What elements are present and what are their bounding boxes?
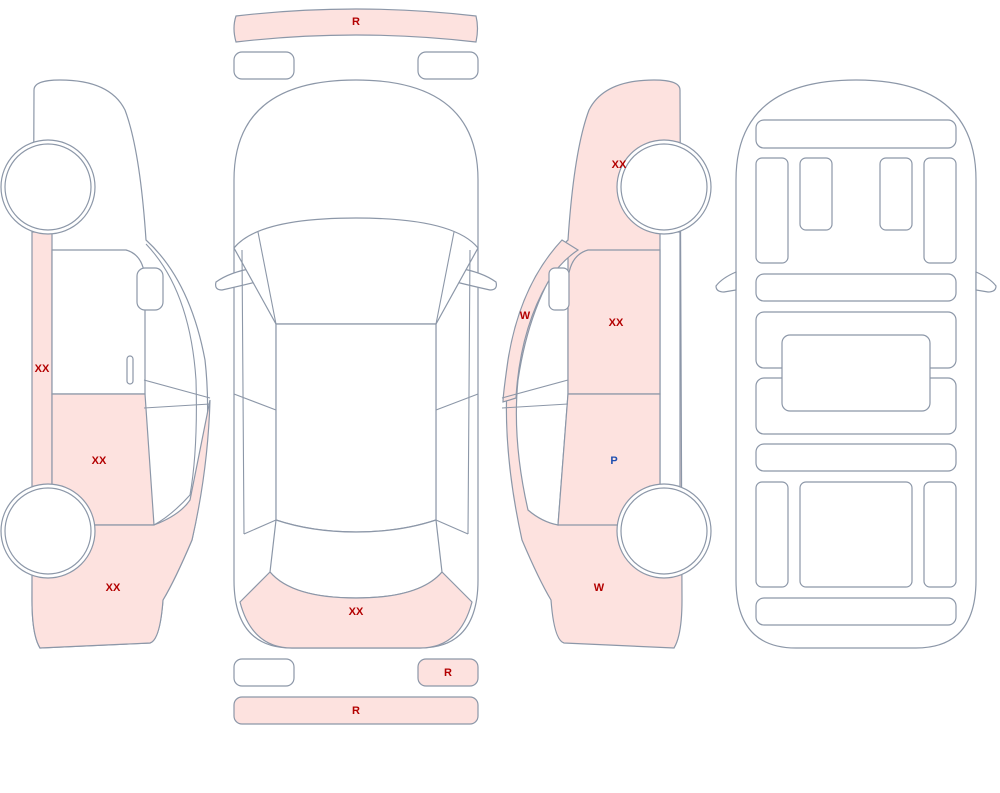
front-light-left[interactable] [233, 51, 295, 80]
left-pillar-line [143, 379, 211, 409]
label-right-rear-door: P [610, 455, 617, 467]
left-rear-wheel [4, 487, 92, 575]
label-right-rear-quarter: W [594, 582, 605, 594]
label-left-rear-door: XX [92, 455, 107, 467]
top-left-mirror [215, 267, 257, 291]
right-side-view [501, 79, 712, 649]
label-right-front-fender: XX [612, 159, 627, 171]
left-window-frame [145, 243, 197, 526]
rear-light-right[interactable] [417, 658, 479, 687]
right-rear-door[interactable] [557, 393, 661, 526]
front-right-seat[interactable] [879, 157, 913, 231]
rear-bar[interactable] [755, 597, 957, 626]
left-side-view [0, 79, 211, 649]
label-rear-bumper: R [352, 705, 360, 717]
label-right-front-door: XX [609, 317, 624, 329]
left-front-wheel [4, 143, 92, 231]
center-bar-2[interactable] [755, 443, 957, 472]
label-left-rocker: XX [35, 363, 50, 375]
top-view [215, 79, 497, 649]
left-door-handle [126, 355, 134, 385]
interior-left-mirror [715, 271, 737, 293]
rear-window[interactable] [269, 519, 443, 599]
interior-right-mirror [975, 271, 997, 293]
right-pillar-line [501, 379, 569, 409]
windshield[interactable] [233, 217, 479, 325]
left-rear-quarter[interactable] [31, 399, 211, 649]
right-front-wheel [620, 143, 708, 231]
label-right-a-pillar: W [520, 310, 531, 322]
trunk-panel[interactable] [239, 571, 473, 649]
rear-light-left[interactable] [233, 658, 295, 687]
front-left-panel[interactable] [755, 157, 789, 264]
right-front-door[interactable] [567, 249, 661, 395]
top-right-mirror [455, 267, 497, 291]
front-light-right[interactable] [417, 51, 479, 80]
cargo-area[interactable] [799, 481, 913, 588]
front-bumper-strip[interactable] [233, 8, 479, 43]
front-right-panel[interactable] [923, 157, 957, 264]
center-bar-1[interactable] [755, 273, 957, 302]
label-left-rear-quarter: XX [106, 582, 121, 594]
interior-view [715, 79, 997, 649]
left-mirror [136, 267, 164, 311]
rear-right-panel[interactable] [923, 481, 957, 588]
left-front-door[interactable] [51, 249, 146, 395]
right-rear-wheel [620, 487, 708, 575]
center-console[interactable] [781, 334, 931, 412]
label-roof-strip: R [352, 16, 360, 28]
label-rear-light-right: R [444, 667, 452, 679]
label-rear-bumper-top: XX [349, 606, 364, 618]
rear-bumper-strip[interactable] [233, 696, 479, 725]
dashboard[interactable] [755, 119, 957, 149]
rear-left-panel[interactable] [755, 481, 789, 588]
front-left-seat[interactable] [799, 157, 833, 231]
roof[interactable] [275, 323, 437, 533]
right-mirror [548, 267, 570, 311]
